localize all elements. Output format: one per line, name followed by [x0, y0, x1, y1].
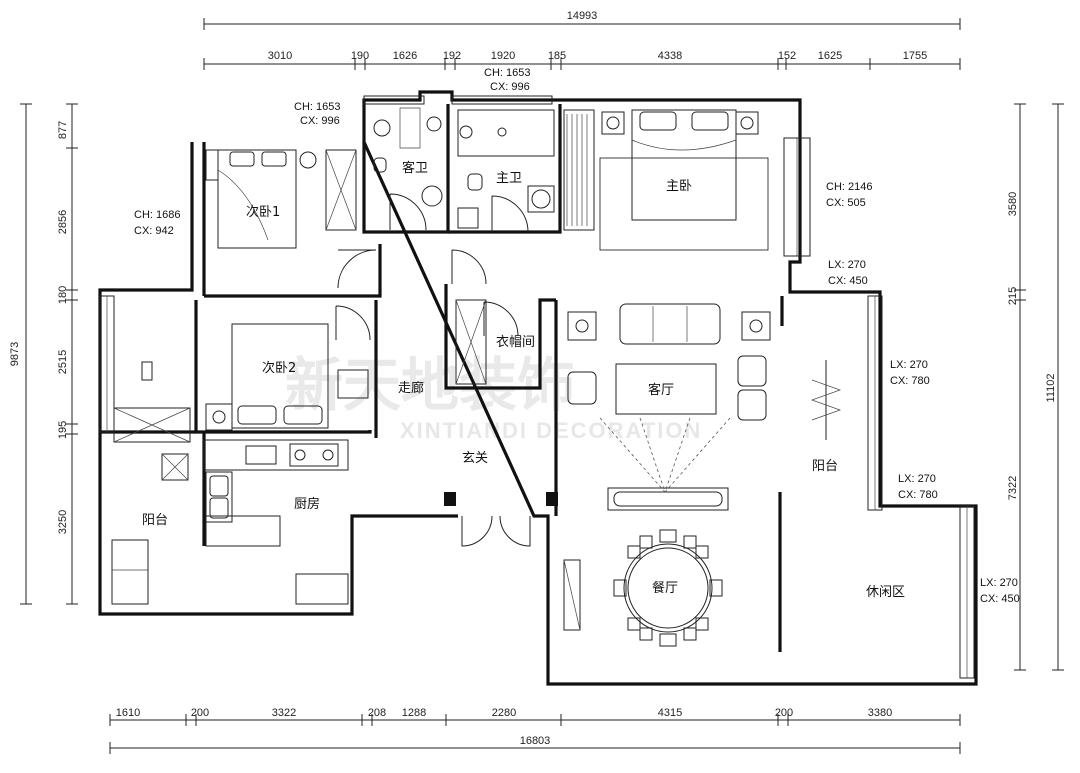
label-west-balcony: 阳台: [142, 513, 168, 528]
label-dining: 餐厅: [652, 580, 678, 596]
note-master-bath-ch: CH: 1653: [484, 67, 530, 79]
note-master-bath-cx: CX: 996: [490, 81, 530, 93]
dining-table: [563, 529, 723, 647]
label-living-room: 客厅: [648, 382, 674, 398]
label-cloakroom: 衣帽间: [496, 334, 535, 350]
note-corner-lx: LX: 270: [828, 259, 866, 271]
kitchen-fixtures: [111, 439, 349, 605]
dim-top-10: 1755: [903, 50, 927, 62]
dim-bottom-8: 200: [775, 707, 793, 719]
label-guest-bath: 客卫: [402, 160, 428, 176]
dim-bottom-5: 1288: [402, 707, 426, 719]
windows: [99, 95, 975, 679]
dim-top-6: 185: [548, 50, 566, 62]
walls: [98, 90, 978, 686]
dim-right-total: 11102: [1045, 374, 1057, 403]
top-dimensions: 14993 3010 190 1626 192 1920 185 4338 15…: [203, 10, 961, 70]
label-leisure: 休闲区: [866, 585, 905, 600]
dim-right-1: 3580: [1007, 192, 1019, 216]
room-labels: 客卫 主卫 主卧 次卧1 次卧2 衣帽间 走廊 客厅 玄关 厨房 阳台 阳台 餐…: [142, 160, 905, 600]
dim-top-total: 14993: [567, 10, 598, 22]
dim-bottom-9: 3380: [868, 707, 892, 719]
dim-left-6: 3250: [57, 510, 69, 534]
living-room-furniture: [567, 303, 842, 511]
note-guest-bath-cx: CX: 996: [300, 115, 340, 127]
note-balcony2-lx: LX: 270: [898, 473, 936, 485]
dim-bottom-total: 16803: [520, 735, 551, 747]
note-corner-cx: CX: 450: [828, 275, 868, 287]
cloakroom-fixtures: [455, 299, 487, 385]
label-master-bedroom: 主卧: [666, 179, 692, 194]
dim-right-2: 215: [1007, 287, 1019, 305]
note-leisure-cx: CX: 450: [980, 593, 1020, 605]
dim-bottom-2: 200: [191, 707, 209, 719]
note-bedroom1-cx: CX: 942: [134, 225, 174, 237]
bedroom2-furniture: [113, 323, 369, 443]
dim-top-4: 192: [443, 50, 461, 62]
dim-bottom-6: 2280: [492, 707, 516, 719]
dim-bottom-7: 4315: [658, 707, 682, 719]
dim-top-3: 1626: [393, 50, 417, 62]
label-bedroom-2: 次卧2: [262, 360, 296, 376]
label-kitchen: 厨房: [294, 496, 320, 512]
label-corridor: 走廊: [398, 380, 424, 396]
label-entrance: 玄关: [462, 451, 488, 466]
dim-left-2: 2856: [57, 210, 69, 234]
left-dimensions: 9873 877 2856 180 2515 195 3250: [9, 103, 78, 605]
guest-bath-fixtures: [373, 107, 443, 207]
dim-top-9: 1625: [818, 50, 842, 62]
dim-left-5: 195: [57, 421, 69, 439]
dim-top-2: 190: [351, 50, 369, 62]
watermark: 新天地装饰 XINTIANDI DECORATION: [285, 351, 702, 443]
dim-left-1: 877: [57, 121, 69, 139]
dim-top-5: 1920: [491, 50, 515, 62]
bottom-dimensions: 1610 200 3322 208 1288 2280 4315 200 338…: [109, 707, 961, 754]
columns: [444, 492, 558, 506]
dim-left-4: 2515: [57, 350, 69, 374]
dim-bottom-4: 208: [368, 707, 386, 719]
note-bedroom1-ch: CH: 1686: [134, 209, 180, 221]
note-leisure-lx: LX: 270: [980, 577, 1018, 589]
note-master-bedroom-ch: CH: 2146: [826, 181, 872, 193]
note-balcony1-cx: CX: 780: [890, 375, 930, 387]
note-guest-bath-ch: CH: 1653: [294, 101, 340, 113]
window-notes: CH: 1653 CX: 996 CH: 1653 CX: 996 CH: 16…: [134, 67, 1020, 605]
dim-top-1: 3010: [268, 50, 292, 62]
master-bedroom-furniture: [563, 109, 769, 251]
dim-top-8: 152: [778, 50, 796, 62]
dim-bottom-3: 3322: [272, 707, 296, 719]
label-master-bath: 主卫: [496, 171, 522, 186]
right-dimensions: 3580 215 7322 11102: [1007, 103, 1064, 671]
dim-left-3: 180: [57, 286, 69, 304]
label-east-balcony: 阳台: [812, 459, 838, 474]
dim-top-7: 4338: [658, 50, 682, 62]
watermark-brand-cn: 新天地装饰: [285, 351, 575, 419]
watermark-brand-en: XINTIANDI DECORATION: [400, 418, 702, 443]
note-balcony2-cx: CX: 780: [898, 489, 938, 501]
dim-bottom-1: 1610: [116, 707, 140, 719]
dim-left-total: 9873: [9, 342, 21, 366]
bedroom1-bed: [205, 149, 357, 249]
dim-right-3: 7322: [1007, 476, 1019, 500]
note-balcony1-lx: LX: 270: [890, 359, 928, 371]
master-bath-fixtures: [457, 109, 555, 229]
doors: [335, 193, 531, 547]
label-bedroom-1: 次卧1: [246, 204, 280, 220]
note-master-bedroom-cx: CX: 505: [826, 197, 866, 209]
